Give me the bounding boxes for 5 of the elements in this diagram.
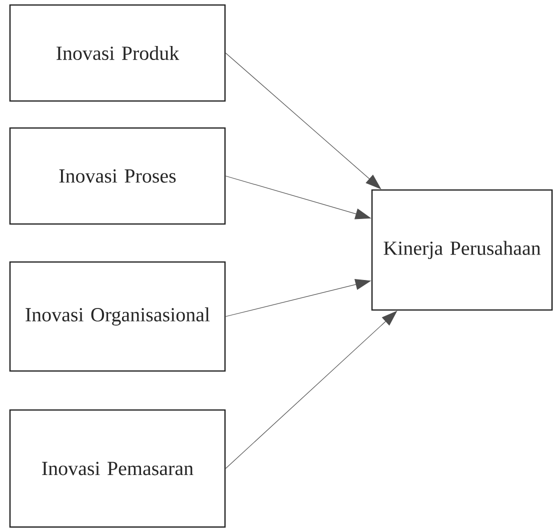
process-box: Inovasi Produk — [9, 4, 226, 102]
process-box: Inovasi Organisasional — [9, 261, 226, 372]
process-box: Inovasi Proses — [9, 127, 226, 225]
process-box: Kinerja Perusahaan — [371, 189, 553, 311]
process-box: Inovasi Pemasaran — [9, 409, 226, 528]
